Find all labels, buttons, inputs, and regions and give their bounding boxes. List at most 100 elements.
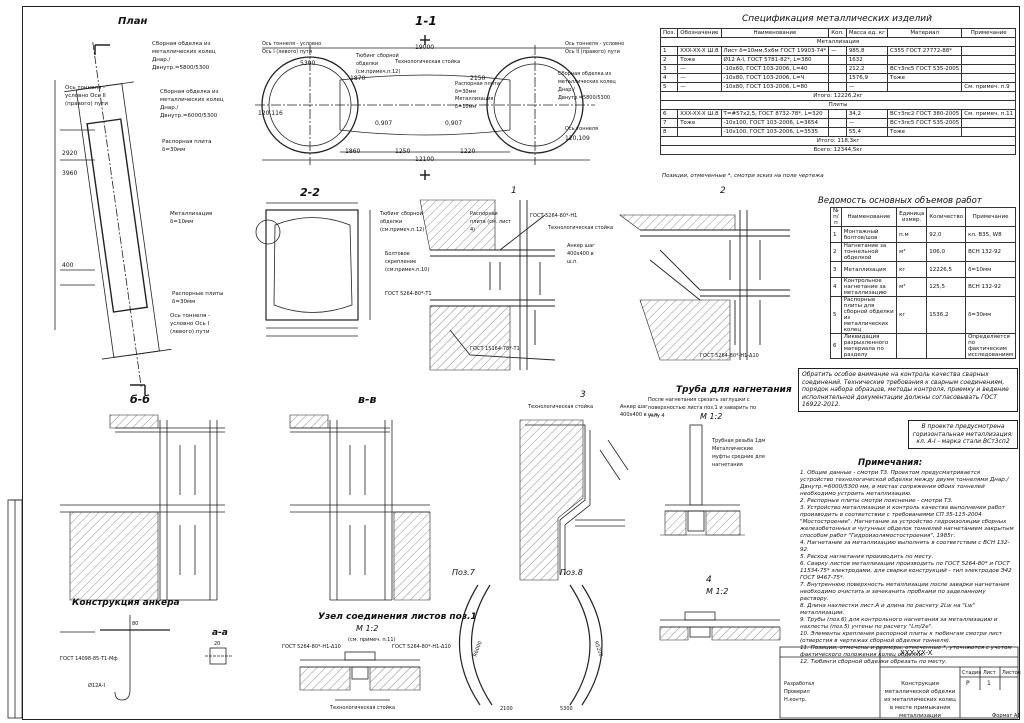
s11-label: Технологическая стойка	[395, 59, 461, 65]
role-norm: Н.контр.	[784, 697, 807, 703]
spec-cell: Итого: 118,3кг	[659, 136, 1017, 146]
s11-label: Ось тоннеля - условно Ось II (правого) п…	[565, 41, 625, 55]
spec-cell	[677, 127, 722, 137]
anchor-label: 20	[214, 641, 221, 647]
works-cell	[926, 333, 967, 359]
works-header-cell: Количество	[926, 207, 967, 227]
spec-cell: 7	[659, 118, 679, 128]
spec-cell	[961, 64, 1017, 74]
spec-section-row: Металлизация	[659, 37, 1017, 47]
spec-cell: 3	[659, 64, 679, 74]
spec-cell: С355 ГОСТ 27772-88*	[886, 46, 963, 56]
detail-label: ГОСТ 5264-80*-Т1	[385, 291, 432, 297]
spec-cell	[961, 46, 1017, 56]
spec-cell: —	[677, 64, 722, 74]
spec-cell: ВСт3пс2 ГОСТ 380-2005	[886, 109, 963, 119]
s11-label: Сборная обделка из металлических колец Д…	[558, 71, 616, 101]
dim: 1250	[395, 148, 411, 155]
sheets-label: Листов	[1002, 670, 1021, 676]
spec-cell: Т=#57х2,5, ГОСТ 8732-78*, L=320	[720, 109, 830, 119]
dim: 1220	[460, 148, 476, 155]
pipe-title: Труба для нагнетания	[676, 385, 792, 395]
spec-cell: Лист δ=10мм,5х6м ГОСТ 19903-74*	[720, 46, 830, 56]
works-cell: δ=10мм	[965, 261, 1016, 278]
detail-4-scale: М 1:2	[706, 587, 729, 596]
plan-label: Ось тоннеля - условно Ось I (левого) пут…	[170, 313, 211, 335]
poz-dim: 5300	[560, 706, 573, 712]
spec-cell: 1576,9	[845, 73, 889, 83]
section-vv-title: в-в	[358, 393, 377, 406]
dim: 400	[62, 262, 74, 269]
works-cell: 1	[830, 226, 842, 243]
works-cell: кг	[896, 261, 928, 278]
notes-title: Примечания:	[858, 458, 923, 468]
stage-label: Стадия	[962, 670, 982, 676]
dim: 120,116	[258, 110, 283, 117]
doc-code: XXX-XX-X	[900, 649, 933, 657]
spec-total-row: Итого: 12226,2кг	[659, 91, 1017, 101]
note-item: 2. Распорные плиты смотри пояснение - см…	[800, 498, 953, 504]
spec-cell: —	[677, 82, 722, 92]
spec-cell	[828, 55, 847, 65]
spec-header-cell: Кол.	[828, 28, 847, 38]
plan-label: Металлизация δ=10мм	[170, 211, 213, 225]
stage-value: Р	[966, 680, 970, 687]
note-item: 7. Внутреннюю поверхность металлизации п…	[800, 582, 1010, 602]
section-1-1-title: 1-1	[415, 14, 437, 28]
spec-cell: См. примеч. п.11	[961, 109, 1017, 119]
plan-label: Сборная обделка из металлических колец Д…	[160, 89, 224, 119]
spec-grand-total-row: Всего: 12344,5кг	[659, 145, 1017, 155]
node-label: ГОСТ 5264-80*-Н1-Δ10	[392, 644, 451, 650]
note-item: 9. Трубы (поз.6) для контрольного нагнет…	[800, 617, 998, 630]
spec-cell: 55,4	[845, 127, 889, 137]
spec-cell	[961, 127, 1017, 137]
plan-title: План	[118, 16, 148, 27]
dim: 0,907	[375, 120, 393, 127]
spec-cell	[961, 73, 1017, 83]
spec-cell: —	[828, 46, 847, 56]
works-cell: кг	[896, 296, 928, 334]
sheet-value: 1	[987, 680, 991, 687]
dim: 3960	[62, 170, 78, 177]
poz7-title: Поз.7	[452, 568, 475, 577]
spec-cell: 985,8	[845, 46, 889, 56]
note-item: 8. Длина нахлестки лист.А и длина по рас…	[800, 603, 976, 616]
section-bb-title: б-б	[130, 393, 150, 406]
note-item: 10. Элементы крепления распорной плиты к…	[800, 631, 1003, 644]
spec-cell	[828, 82, 847, 92]
s11-label: Тюбинг сборной обделки (см.примеч.п.12)	[356, 53, 401, 75]
spec-section-row: Плиты	[659, 100, 1017, 110]
spec-cell: ВСт3пс5 ГОСТ 535-2005	[886, 118, 963, 128]
works-cell: 1536,2	[926, 296, 967, 334]
works-title: Ведомость основных объемов работ	[818, 196, 982, 206]
weld-note-box: Обратить особое внимание на контроль кач…	[798, 368, 1018, 412]
spec-header-cell: Обозначение	[677, 28, 722, 38]
spec-cell: -10х100, ГОСТ 103-2006, L=3535	[720, 127, 830, 137]
spec-cell: См. примеч. п.9	[961, 82, 1017, 92]
spec-total-row: Итого: 118,3кг	[659, 136, 1017, 146]
spec-cell: 8	[659, 127, 679, 137]
dim: 0,907	[445, 120, 463, 127]
pipe-label: После нагнетания срезать заглушки с пове…	[648, 397, 757, 419]
plan-label: Сборная обделка из металлических колец Д…	[152, 41, 216, 71]
spec-cell: -10х80, ГОСТ 103-2006, L=Ч	[720, 73, 830, 83]
dim: 120,109	[565, 135, 590, 142]
spec-cell: 6	[659, 109, 679, 119]
spec-cell	[828, 73, 847, 83]
works-cell: кл. В35, W8	[965, 226, 1016, 243]
works-cell: ВСН 132-92	[965, 277, 1016, 297]
detail3-label: Технологическая стойка	[528, 404, 594, 410]
anchor-label: 80	[132, 621, 139, 627]
pipe-scale: М 1:2	[700, 412, 723, 421]
spec-cell: 1	[659, 46, 679, 56]
